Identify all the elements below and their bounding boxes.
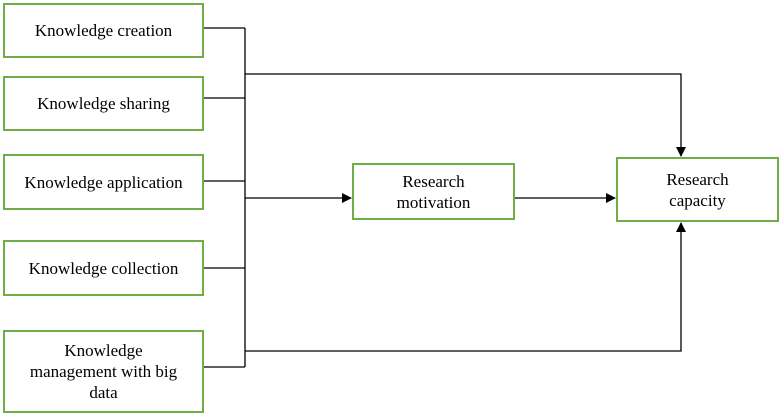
arrow-bus-to-capacity-top [245,73,686,157]
knowledge-sharing-box: Knowledge sharing [3,76,204,131]
research-motivation-box: Research motivation [352,163,515,220]
arrow-bus-to-capacity-bottom [245,222,686,352]
knowledge-creation-box: Knowledge creation [3,3,204,58]
knowledge-management-big-data-box: Knowledge management with big data [3,330,204,413]
knowledge-application-box: Knowledge application [3,154,204,210]
knowledge-collection-box: Knowledge collection [3,240,204,296]
research-capacity-box: Research capacity [616,157,779,222]
